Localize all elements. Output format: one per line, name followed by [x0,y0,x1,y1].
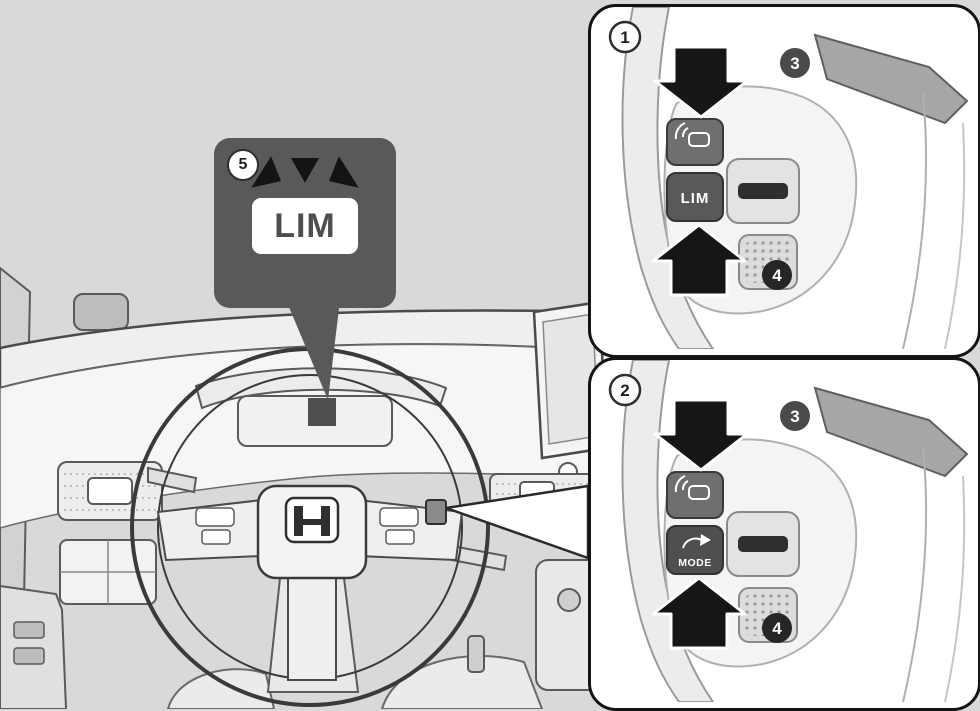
spoke-button [201,529,231,545]
driver-switch-divider [60,540,156,604]
left-stalk [147,466,198,494]
press-up-arrow [651,576,747,650]
window-switch [13,647,45,665]
steering-wheel [130,347,490,707]
window-switch [13,621,45,639]
rim-curve [902,445,928,702]
spoke-button [195,507,235,527]
adaptive-cruise-icon [674,475,710,500]
indicator-flash-icon [251,156,359,188]
speed-limiter-switch [425,499,447,525]
bottom-spoke [287,575,337,681]
badge-2 [608,373,642,407]
wheel-rim-edge [621,7,715,349]
panel2-pointer [445,484,590,560]
steering-controls-closeup-lim: LIM 1 3 4 [608,7,969,349]
speed-limiter-indicator: LIM [252,198,358,254]
display-target [308,398,336,426]
callout-pointer [286,300,340,400]
badge-3 [780,401,810,431]
badge-3 [780,48,810,78]
lim-button-label: LIM [681,190,710,207]
press-up-arrow [651,223,747,297]
acc-button [666,118,724,166]
mode-arc-icon [682,534,711,549]
floor-mat-right [380,655,544,709]
detail-panel-2: MODE 2 3 4 [588,357,980,711]
steering-controls-closeup-mode: MODE 2 3 4 [608,360,969,702]
wheel-rim-edge [621,360,715,702]
detail-panel-1: LIM 1 3 4 [588,4,980,358]
mode-button [666,525,724,575]
instrument-hood [194,367,448,410]
acc-button [666,471,724,519]
rim-curve [944,475,966,702]
badge-4-number: 4 [772,619,782,638]
flash-ray-right [328,156,359,188]
flash-ray-middle [290,157,320,183]
rim-curve [902,92,928,349]
badge-1 [608,20,642,54]
badge-1-number: 1 [620,28,629,47]
spoke-button [385,529,415,545]
callout-badge-5: 5 [227,149,259,181]
paddle-shifter [813,33,969,125]
badge-2-number: 2 [620,381,629,400]
lim-button [666,172,724,222]
rocker-slot [738,183,788,199]
badge-4 [762,613,792,643]
press-down-arrow [653,398,749,472]
shift-dial [557,588,581,612]
speed-limiter-indicator-label: LIM [274,206,336,245]
lim-indicator-callout: 5 LIM [214,138,396,308]
mode-button-label: MODE [678,557,712,569]
paddle-shifter [813,386,969,478]
vent-control [87,477,133,505]
rim-curve [944,122,966,349]
adaptive-cruise-icon [674,122,710,147]
side-mirror [73,293,129,331]
pedal [467,635,485,673]
badge-3-number: 3 [790,407,799,426]
spoke-button [379,507,419,527]
badge-3-number: 3 [790,54,799,73]
rocker-slot [738,536,788,552]
press-down-arrow [653,45,749,119]
badge-4-number: 4 [772,266,782,285]
flash-ray-left [251,156,282,188]
badge-4 [762,260,792,290]
floor-mat-left [166,668,276,709]
honda-h-logo [294,506,330,536]
